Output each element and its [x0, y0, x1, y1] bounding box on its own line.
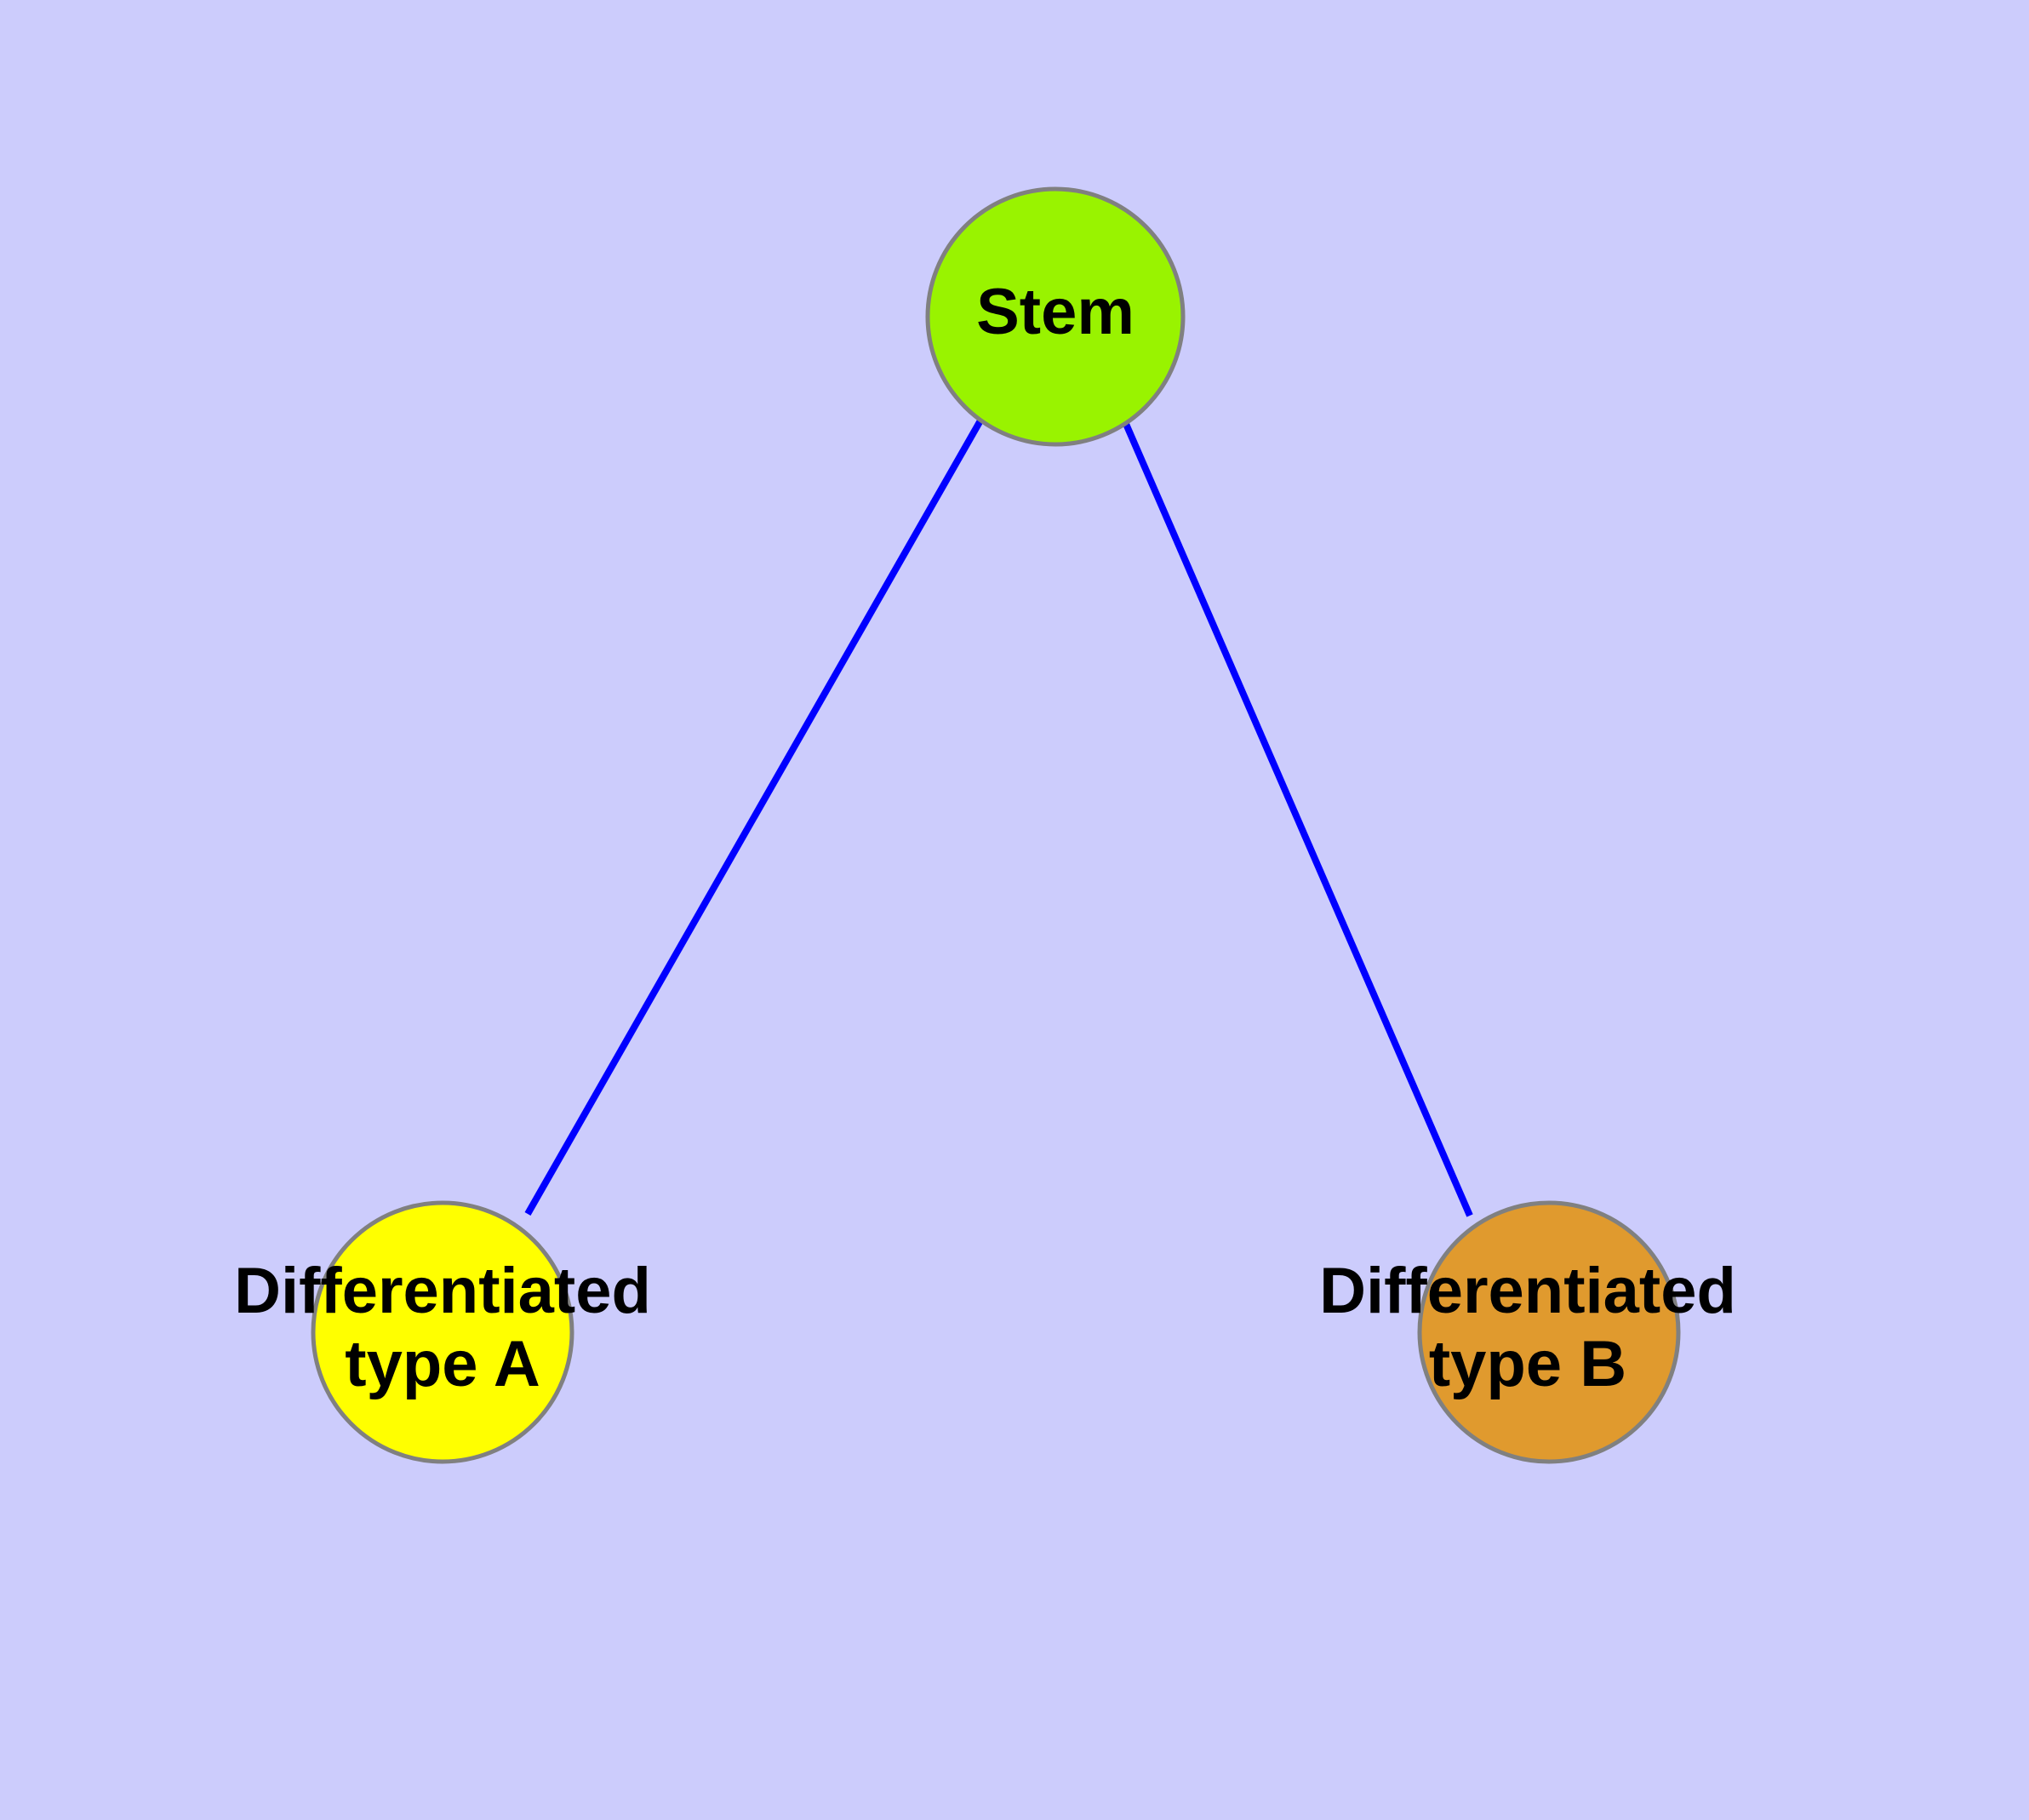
edge-stem-to-diff-a[interactable] [524, 419, 984, 1216]
node-stem[interactable]: Stem [925, 186, 1186, 447]
node-stem-circle[interactable] [925, 186, 1186, 447]
node-stem-label: Stem [976, 276, 1135, 348]
node-label-line: type B [1429, 1328, 1626, 1400]
edge-stem-to-diff-b[interactable] [1123, 422, 1473, 1217]
node-label-line: Differentiated [234, 1255, 651, 1327]
node-label-line: type A [345, 1328, 540, 1400]
edges-layer [524, 419, 1473, 1217]
node-label-line: Differentiated [1319, 1255, 1736, 1327]
node-differentiated-type-b-circle[interactable] [1417, 1200, 1681, 1464]
node-differentiated-type-a-circle[interactable] [311, 1200, 574, 1464]
node-label-line: Stem [976, 276, 1135, 348]
